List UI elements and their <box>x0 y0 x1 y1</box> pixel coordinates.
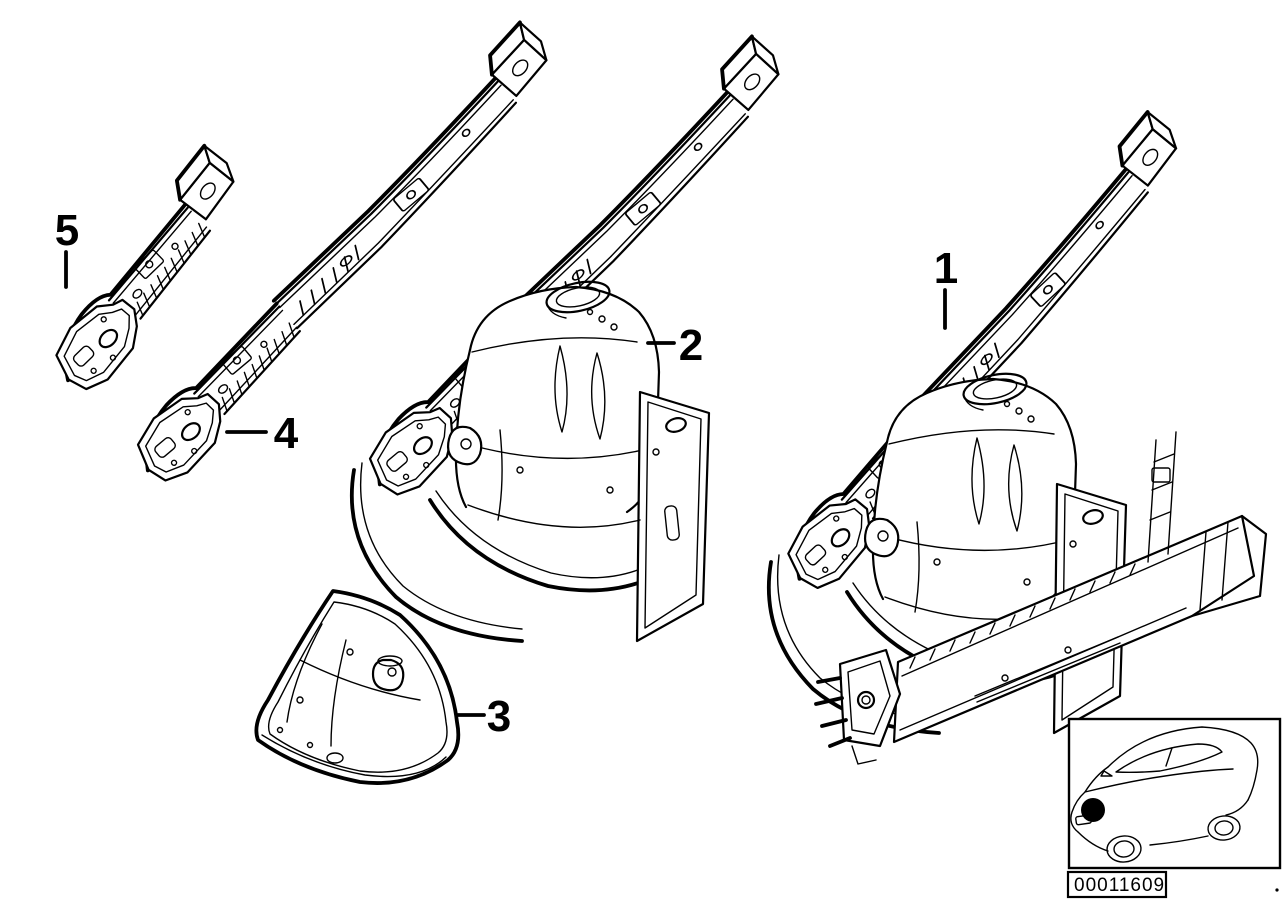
part-3-drawing <box>254 589 461 785</box>
front-wheelhouse-location-dot <box>1081 798 1105 822</box>
callout-3[interactable]: 3 <box>456 692 511 741</box>
part-5-drawing <box>34 141 247 402</box>
callout-4-label[interactable]: 4 <box>274 409 299 458</box>
callout-3-label[interactable]: 3 <box>487 692 511 741</box>
callout-5[interactable]: 5 <box>55 206 79 289</box>
callout-1-label[interactable]: 1 <box>934 244 958 293</box>
part-2-drawing <box>348 31 792 643</box>
part-2-rail-end <box>707 31 792 116</box>
part-5-rail-end <box>162 141 247 225</box>
image-number-box: 00011609 <box>1066 870 1168 899</box>
stray-dot <box>1275 888 1279 892</box>
image-number-text: 00011609 <box>1074 875 1165 896</box>
part-1-drawing <box>766 107 1268 765</box>
part-4-rail-extension <box>256 78 536 328</box>
callout-1[interactable]: 1 <box>934 244 958 330</box>
car-three-quarter-outline-icon <box>1070 726 1259 863</box>
callout-2-label[interactable]: 2 <box>679 321 703 370</box>
callout-2[interactable]: 2 <box>646 321 703 370</box>
part-1-engine-support-rail <box>814 431 1268 765</box>
car-location-inset <box>1067 717 1282 870</box>
part-4-rail-end <box>475 17 560 102</box>
image-number-frame <box>1066 870 1168 899</box>
part-4-rail-body <box>116 301 325 494</box>
callout-4[interactable]: 4 <box>225 409 299 458</box>
callout-5-label[interactable]: 5 <box>55 206 79 255</box>
car-inset-frame <box>1067 717 1282 870</box>
